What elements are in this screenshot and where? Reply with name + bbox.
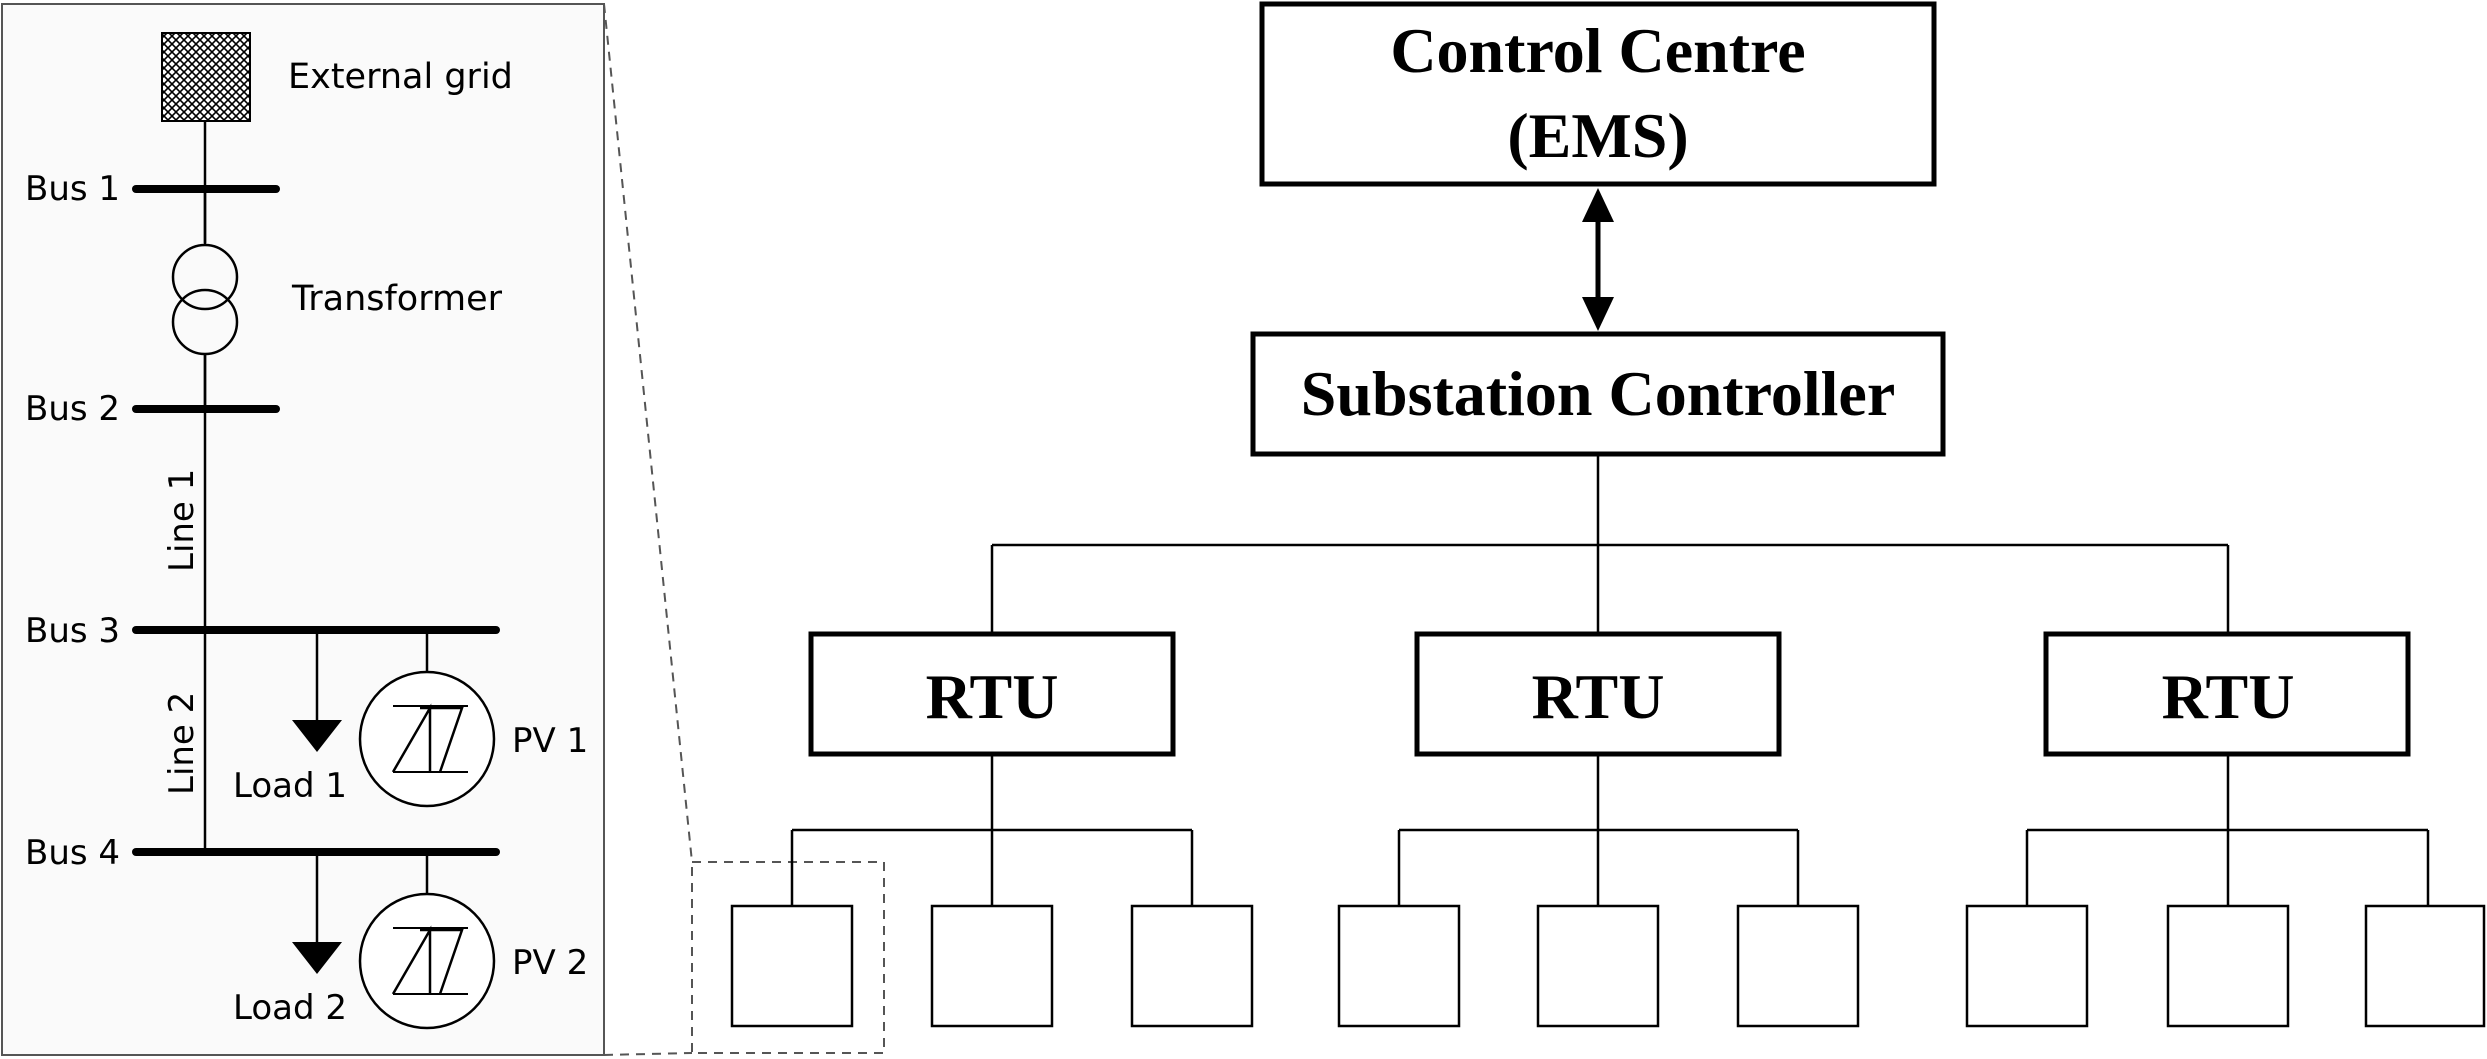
zoom-connector xyxy=(603,1052,693,1056)
pv-label: PV 2 xyxy=(512,943,588,983)
rtu-box xyxy=(2043,631,2411,757)
zoom-connector xyxy=(603,3,693,863)
field-device-box xyxy=(1130,904,1254,1028)
arrow-down-icon xyxy=(292,630,342,752)
field-device-box xyxy=(930,904,1054,1028)
field-device-box xyxy=(1337,904,1461,1028)
field-device-box xyxy=(730,904,854,1028)
communication-hierarchy: Control Centre (EMS) Substation Controll… xyxy=(730,1,2486,1028)
pv-label: PV 1 xyxy=(512,721,588,761)
load-label: Load 2 xyxy=(233,988,347,1028)
transformer-icon xyxy=(171,189,239,410)
bus-label: Bus 4 xyxy=(25,833,120,873)
field-devices xyxy=(730,904,2486,1028)
pv-inverter-icon xyxy=(358,630,496,808)
field-device-box xyxy=(1736,904,1860,1028)
pv-inverter-icon xyxy=(358,852,496,1030)
bus-label: Bus 2 xyxy=(25,389,120,429)
field-device-box xyxy=(1965,904,2089,1028)
control-centre-subtitle: (EMS) xyxy=(1507,100,1688,171)
line-label: Line 2 xyxy=(162,692,202,795)
rtu-box xyxy=(1414,631,1782,757)
zoom-indicator xyxy=(603,3,885,1056)
substation-controller-box xyxy=(1250,331,1946,457)
control-centre-box xyxy=(1259,1,1937,187)
zoom-box xyxy=(691,861,885,1054)
rtu-label: RTU xyxy=(2162,661,2295,732)
external-grid-label: External grid xyxy=(288,57,513,97)
field-device-box xyxy=(2166,904,2290,1028)
rtu-label: RTU xyxy=(926,661,1059,732)
control-centre-title: Control Centre xyxy=(1390,15,1805,86)
substation-connectors xyxy=(990,456,2230,634)
feeder-detail-panel: External grid Bus 1 Transformer Bus 2 Li… xyxy=(1,3,605,1056)
arrow-down-icon xyxy=(292,852,342,974)
transformer-label: Transformer xyxy=(291,279,503,319)
bidirectional-arrow-icon xyxy=(1582,188,1614,331)
rtu-connectors xyxy=(790,756,2430,906)
field-device-box xyxy=(2364,904,2486,1028)
field-device-box xyxy=(1536,904,1660,1028)
load-label: Load 1 xyxy=(233,766,347,806)
bus-label: Bus 1 xyxy=(25,169,120,209)
panel-frame xyxy=(1,3,605,1056)
rtu-box xyxy=(808,631,1176,757)
bus-label: Bus 3 xyxy=(25,611,120,651)
grid-hatch-icon xyxy=(161,32,251,122)
line-label: Line 1 xyxy=(162,469,202,572)
rtu-label: RTU xyxy=(1532,661,1665,732)
substation-controller-label: Substation Controller xyxy=(1301,358,1895,429)
